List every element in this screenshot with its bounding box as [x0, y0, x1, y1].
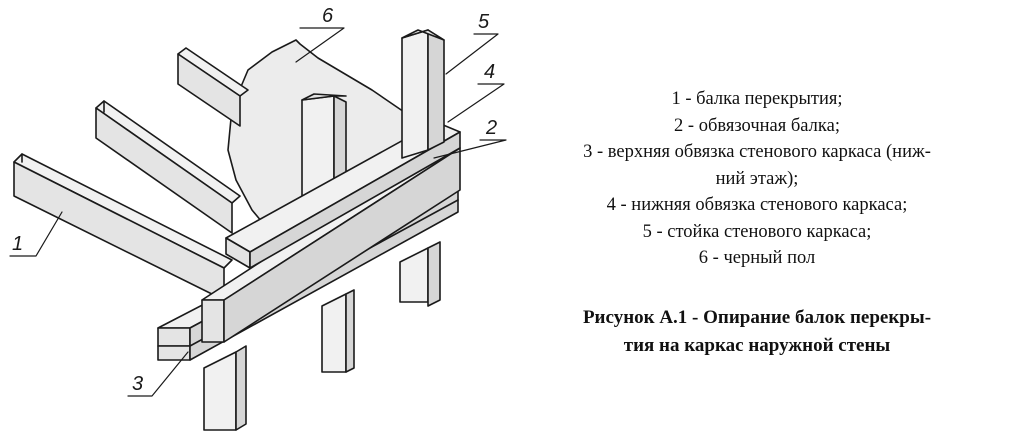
legend-item-2: 2 - обвязочная балка;: [674, 115, 840, 136]
floor-joist-back: [177, 47, 249, 127]
legend-item-5: 5 - стойка стенового каркаса;: [642, 221, 872, 242]
legend-item-1: 1 - балка перекрытия;: [671, 89, 843, 109]
callout-5: 5: [478, 11, 490, 33]
legend: 1 - балка перекрытия; 2 - обвязочная бал…: [512, 86, 1002, 272]
wall-stud-lower-middle: [321, 289, 355, 373]
callout-2: 2: [485, 117, 497, 139]
legend-item-3-cont: ний этаж);: [715, 168, 799, 189]
wall-stud-lower-back: [399, 241, 441, 307]
callout-4: 4: [484, 61, 495, 83]
floor-joist-middle: [95, 100, 241, 234]
figure-caption: Рисунок А.1 - Опирание балок перекры- ти…: [512, 304, 1002, 360]
legend-item-3: 3 - верхняя обвязка стенового каркаса (н…: [583, 142, 931, 162]
callout-3: 3: [132, 373, 143, 395]
caption-line-2: тия на каркас наружной стены: [623, 335, 891, 356]
legend-item-6: 6 - черный пол: [698, 248, 816, 268]
wall-stud-tall: [401, 29, 445, 159]
callout-leaders: [9, 27, 507, 397]
rim-beam: [201, 147, 461, 343]
caption-line-1: Рисунок А.1 - Опирание балок перекры-: [582, 307, 932, 328]
callout-1: 1: [12, 233, 23, 255]
callout-6: 6: [322, 5, 334, 27]
wall-stud-lower-front: [203, 345, 247, 431]
floor-joist-front: [13, 153, 233, 301]
legend-item-4: 4 - нижняя обвязка стенового каркаса;: [606, 195, 908, 215]
